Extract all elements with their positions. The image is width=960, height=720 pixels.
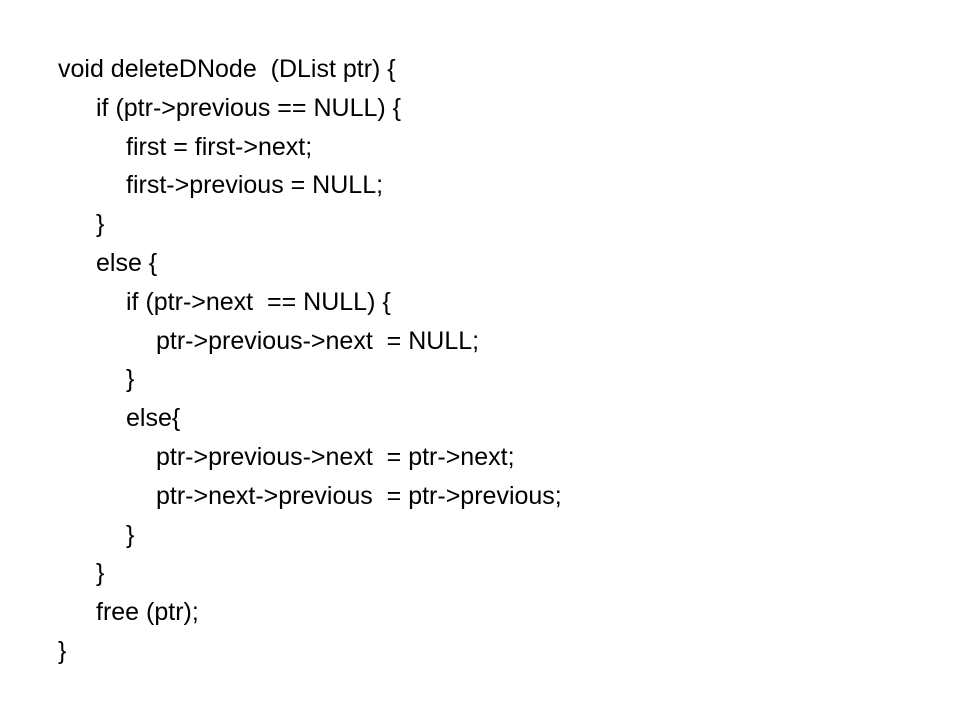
code-line: if (ptr->next == NULL) {	[126, 287, 391, 316]
code-line: else {	[96, 248, 158, 277]
code-line: }	[126, 520, 135, 549]
code-line: }	[96, 210, 105, 239]
code-line: }	[126, 365, 135, 394]
code-line: ptr->next->previous = ptr->previous;	[156, 481, 562, 510]
code-line: ptr->previous->next = NULL;	[156, 326, 480, 355]
code-line: first = first->next;	[126, 132, 313, 161]
code-line: }	[96, 559, 105, 588]
code-line: else{	[126, 404, 181, 433]
code-line: free (ptr);	[96, 598, 199, 627]
code-block: void deleteDNode (DList ptr) { if (ptr->…	[58, 50, 562, 671]
code-line: void deleteDNode (DList ptr) {	[58, 55, 396, 83]
code-line: }	[58, 636, 67, 665]
code-line: ptr->previous->next = ptr->next;	[156, 442, 515, 471]
code-line: first->previous = NULL;	[126, 171, 384, 200]
code-line: if (ptr->previous == NULL) {	[96, 93, 401, 122]
